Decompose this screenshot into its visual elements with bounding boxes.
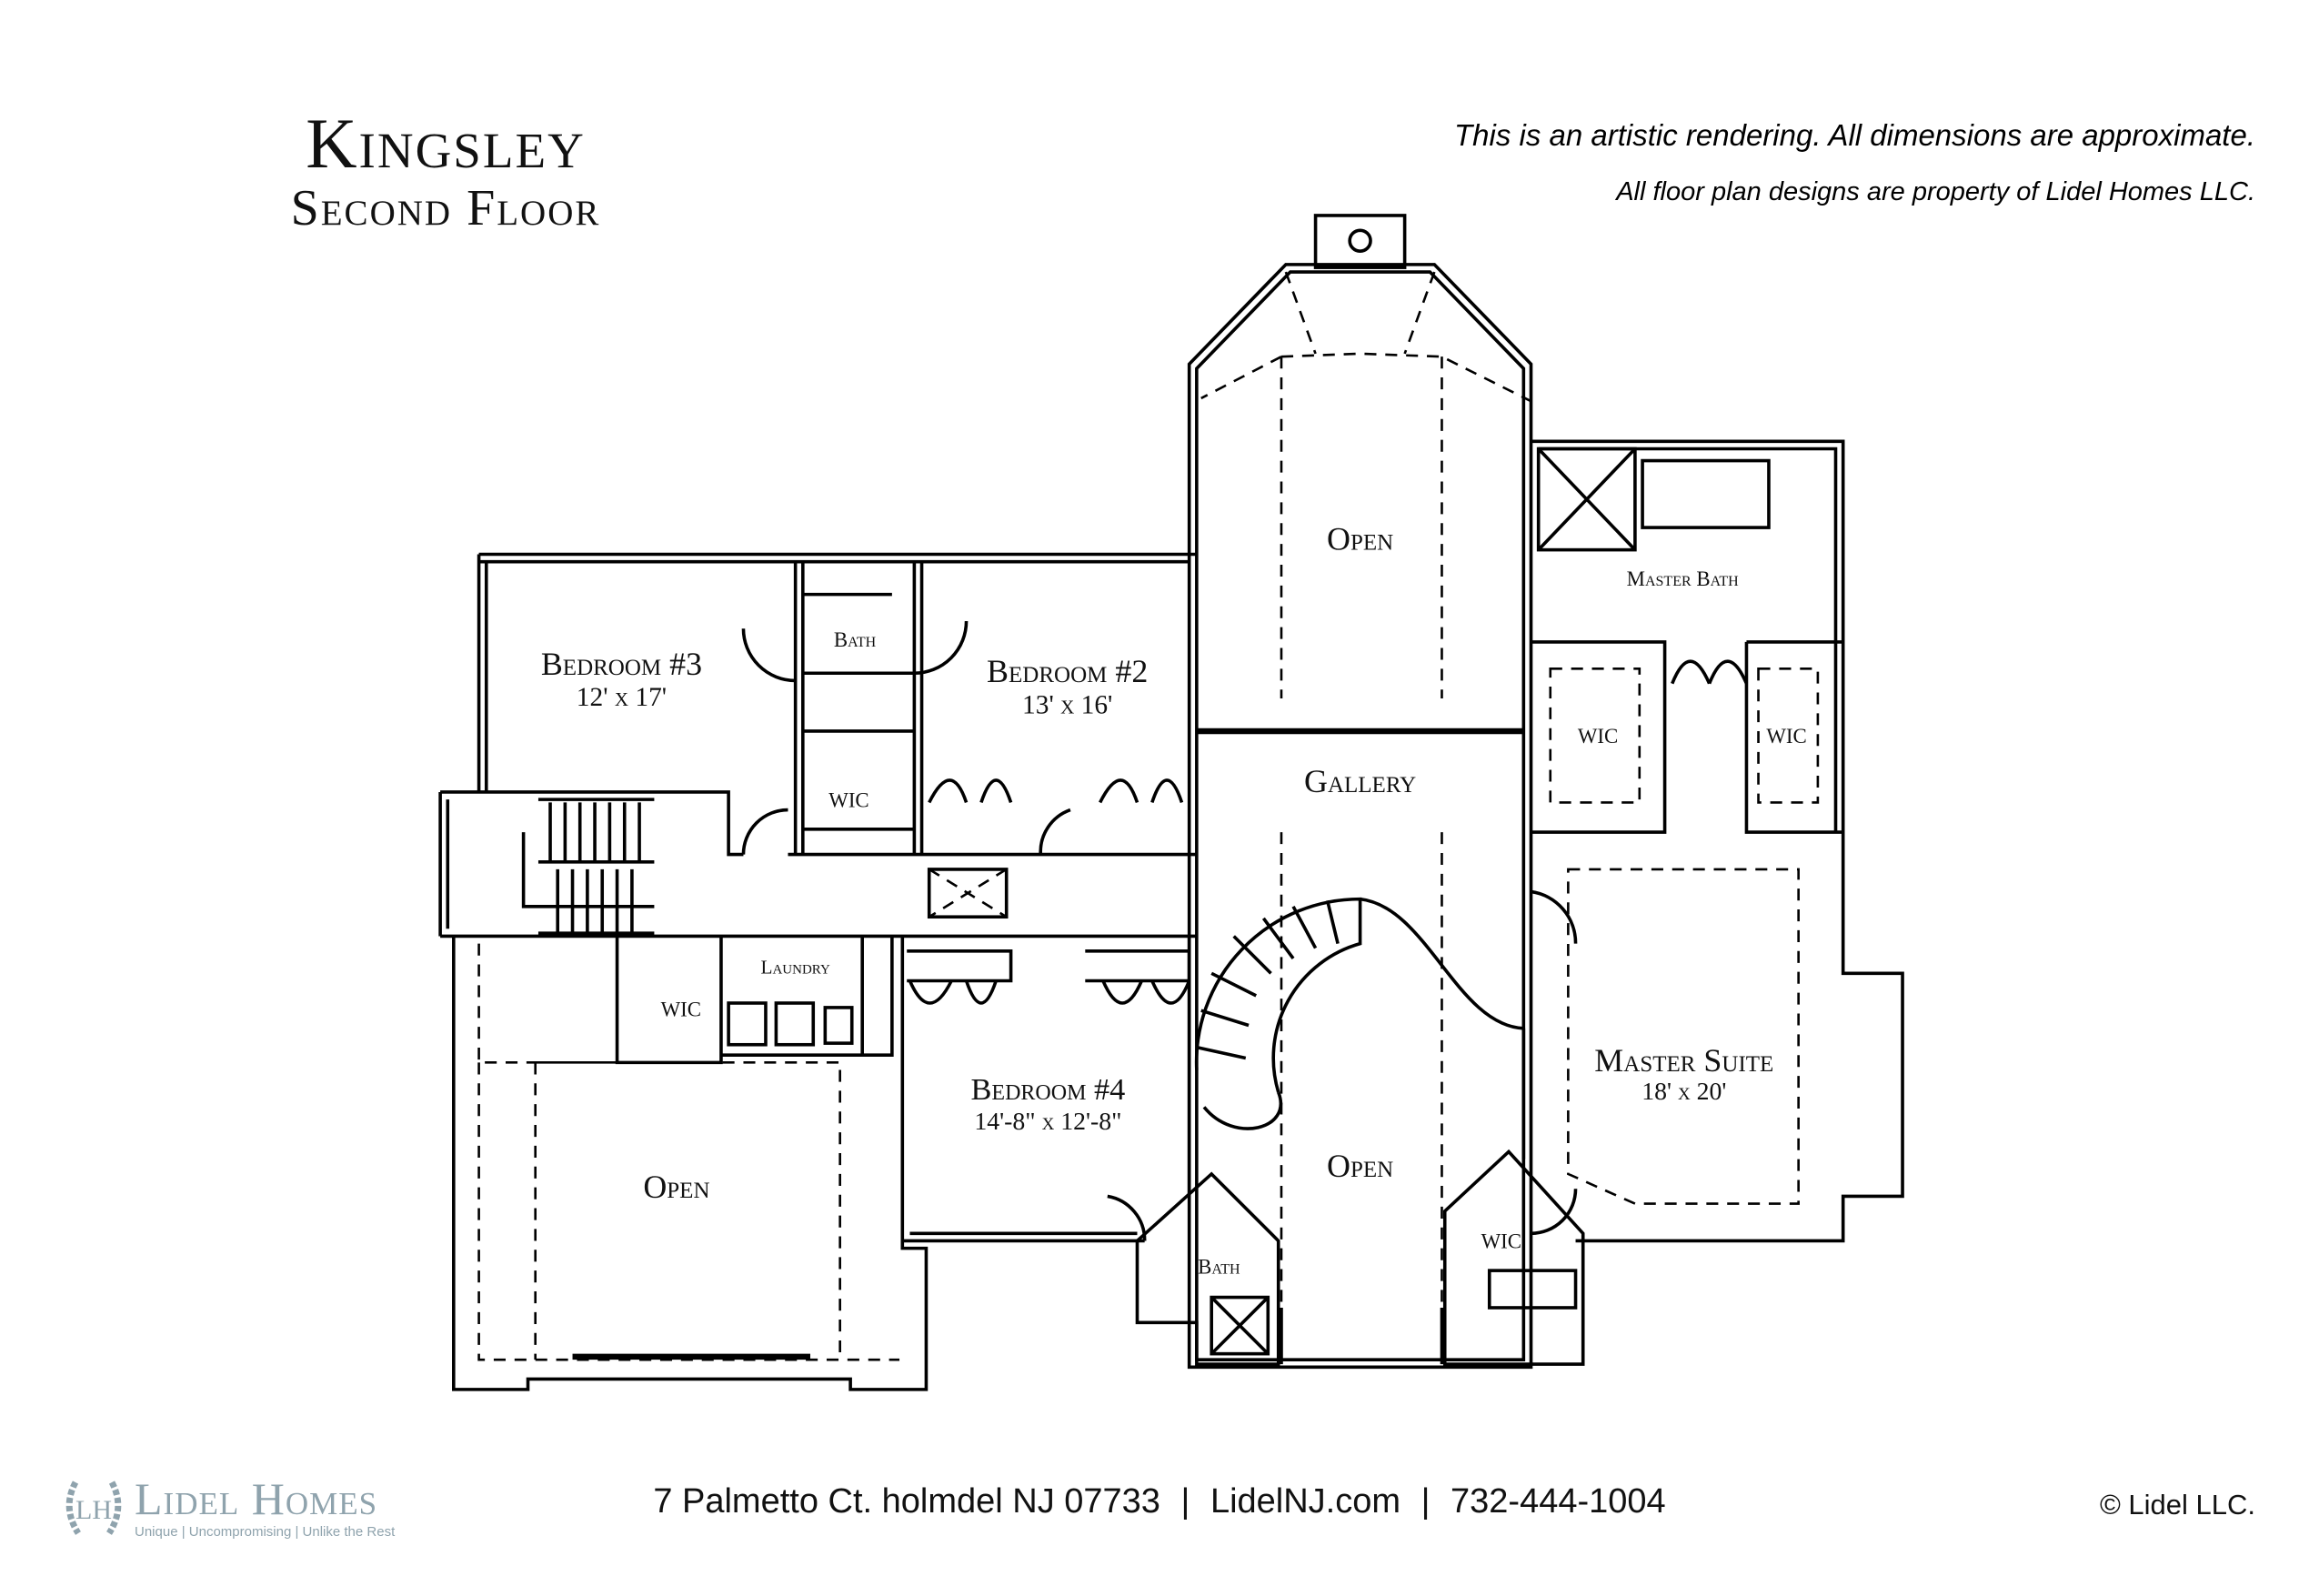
room-name-bath-lower: Bath (1198, 1255, 1240, 1278)
room-name-bedroom4: Bedroom #4 (971, 1072, 1126, 1107)
room-name-open-top: Open (1327, 521, 1393, 557)
room-name-open-left: Open (643, 1169, 709, 1205)
plan-title-block: Kingsley Second Floor (264, 104, 627, 237)
plan-title: Kingsley (306, 104, 586, 183)
room-name-master-suite: Master Suite (1594, 1042, 1773, 1079)
walls (438, 214, 1904, 1391)
logo-name: Lidel Homes (135, 1472, 378, 1524)
plan-subtitle: Second Floor (290, 180, 601, 236)
separator: | (1180, 1482, 1190, 1521)
separator: | (1421, 1482, 1431, 1521)
contact-line: 7 Palmetto Ct. holmdel NJ 07733 | LidelN… (0, 1482, 2319, 1521)
room-size-bedroom2: 13' x 16' (1022, 690, 1112, 719)
room-name-open-bottom: Open (1327, 1148, 1393, 1184)
room-name-wic-upper: WIC (828, 788, 868, 811)
room-size-bedroom3: 12' x 17' (577, 683, 667, 712)
address: 7 Palmetto Ct. holmdel NJ 07733 (653, 1482, 1160, 1521)
room-name-wic-master-right: WIC (1766, 725, 1806, 748)
copyright: © Lidel LLC. (2099, 1489, 2255, 1521)
room-name-bath-upper: Bath (834, 628, 877, 651)
room-size-master-suite: 18' x 20' (1641, 1078, 1726, 1106)
room-name-wic-laundry: WIC (661, 999, 701, 1021)
svg-text:LH: LH (75, 1495, 112, 1525)
room-name-bedroom2: Bedroom #2 (987, 653, 1148, 689)
disclaimer-rendering: This is an artistic rendering. All dimen… (1454, 118, 2255, 152)
laurel-monogram-icon: LH (65, 1481, 122, 1535)
room-name-bedroom3: Bedroom #3 (541, 646, 702, 682)
room-name-wic-lower: WIC (1481, 1230, 1521, 1253)
room-size-bedroom4: 14'-8" x 12'-8" (974, 1108, 1121, 1136)
website-link[interactable]: LidelNJ.com (1210, 1482, 1401, 1521)
room-name-gallery: Gallery (1304, 763, 1416, 799)
room-labels: Bedroom #3 12' x 17' Bath Bedroom #2 13'… (541, 521, 1807, 1279)
disclaimer-property: All floor plan designs are property of L… (1616, 177, 2255, 206)
room-name-master-bath: Master Bath (1627, 567, 1740, 590)
room-name-laundry: Laundry (760, 956, 829, 978)
lidel-homes-logo: LH Lidel Homes Unique | Uncompromising |… (62, 1473, 395, 1542)
room-name-wic-master-left: WIC (1578, 725, 1618, 748)
phone-number[interactable]: 732-444-1004 (1451, 1482, 1666, 1521)
logo-tagline: Unique | Uncompromising | Unlike the Res… (135, 1523, 396, 1540)
